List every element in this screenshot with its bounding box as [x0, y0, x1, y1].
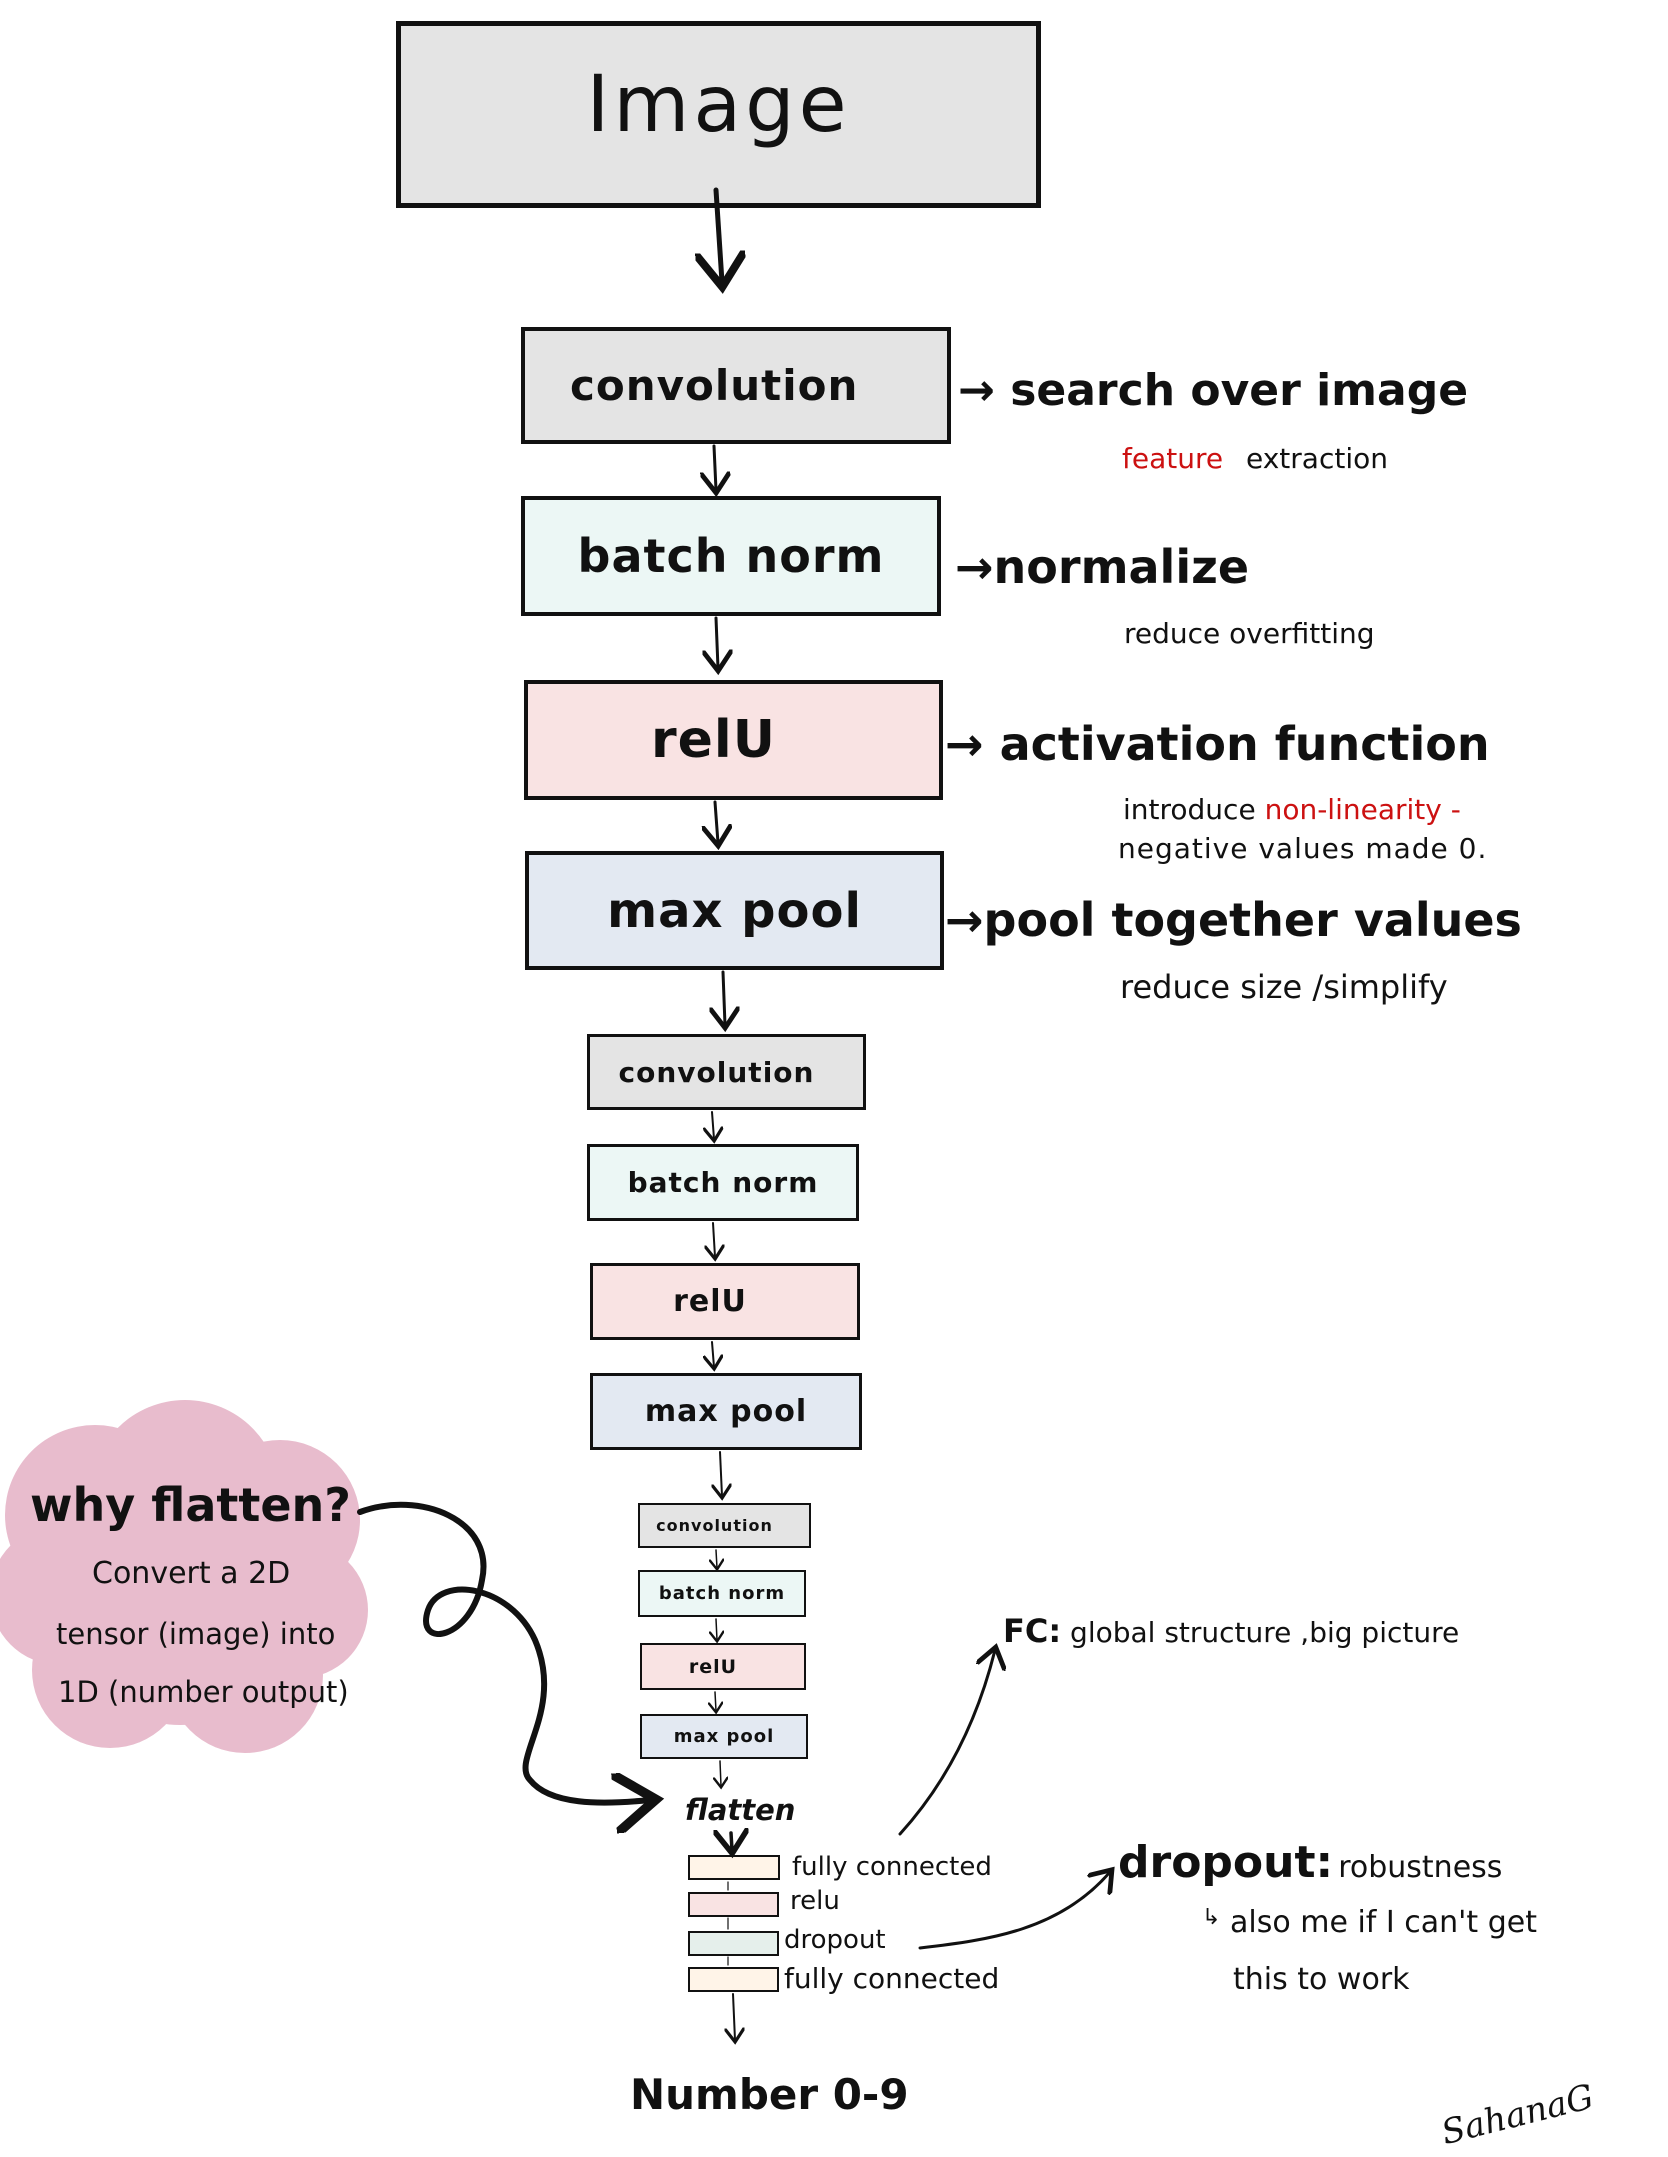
block1-relu: relU: [524, 680, 943, 800]
extraction-word: extraction: [1246, 442, 1388, 475]
dropout-note: dropout: robustness: [1118, 1837, 1502, 1888]
arrow-right-icon: →: [955, 540, 994, 594]
dropout-aside-line-2: this to work: [1233, 1962, 1410, 1997]
dropout-aside-line-1: ↳ also me if I can't get: [1202, 1905, 1537, 1940]
block1-batch-norm: batch norm: [521, 496, 941, 616]
arrow-dropout-to-note: [918, 1872, 1110, 1950]
block3-batch-norm-label: batch norm: [658, 1583, 786, 1604]
dropout-aside-text-1: also me if I can't get: [1229, 1905, 1537, 1940]
arrow-bn2-to-relu2: [713, 1222, 715, 1257]
annotation-convolution-sub: feature extraction: [1122, 442, 1388, 475]
annotation-relu-sub-2: negative values made 0.: [1118, 832, 1488, 865]
max-pool-title-text: pool together values: [983, 893, 1522, 947]
arrow-relu1-to-mp1: [715, 800, 718, 843]
block3-convolution-label: convolution: [656, 1516, 773, 1535]
cloud-title: why flatten?: [30, 1478, 351, 1532]
batch-norm-title-text: normalize: [993, 540, 1250, 594]
fc-note-text: global structure ,big picture: [1070, 1616, 1460, 1649]
annotation-max-pool-sub: reduce size /simplify: [1120, 968, 1448, 1006]
annotation-batch-norm-sub: reduce overfitting: [1124, 617, 1375, 650]
cloud-line-1: Convert a 2D: [92, 1556, 291, 1591]
block3-max-pool: max pool: [640, 1714, 808, 1759]
annotation-batch-norm-title: →normalize: [955, 540, 1249, 594]
arrow-right-icon: →: [958, 365, 1011, 416]
why-flatten-cloud: [0, 1400, 368, 1753]
block3-max-pool-label: max pool: [673, 1726, 775, 1747]
arrow-bn1-to-relu1: [716, 616, 718, 668]
signature: SahanaG: [1437, 2076, 1598, 2154]
arrow-mp1-to-conv2: [723, 970, 725, 1025]
output-label: Number 0-9: [630, 2070, 909, 2119]
block1-batch-norm-label: batch norm: [577, 529, 885, 583]
classifier-fc1-label: fully connected: [792, 1852, 992, 1882]
relu-title-text: activation function: [999, 717, 1490, 771]
arrow-relu2-to-mp2: [712, 1341, 714, 1367]
flatten-label: flatten: [685, 1793, 796, 1827]
block2-batch-norm: batch norm: [587, 1144, 859, 1221]
block3-convolution: convolution: [638, 1503, 811, 1548]
classifier-fc1: [688, 1855, 780, 1880]
block2-batch-norm-label: batch norm: [627, 1166, 819, 1199]
block2-relu: relU: [590, 1263, 860, 1340]
block2-relu-label: relU: [673, 1284, 747, 1319]
block3-relu: relU: [640, 1643, 806, 1690]
block1-convolution-label: convolution: [570, 361, 859, 410]
block3-relu-label: relU: [688, 1655, 738, 1678]
arrow-conv1-to-bn1: [714, 444, 716, 490]
arrow-conv2-to-bn2: [712, 1111, 714, 1139]
classifier-dropout: [688, 1931, 779, 1956]
arrow-bn3-to-relu3: [716, 1618, 717, 1640]
arrow-mp3-to-flatten: [720, 1760, 721, 1786]
block2-convolution: convolution: [587, 1034, 866, 1110]
dropout-note-text: robustness: [1338, 1850, 1503, 1885]
fc-note: FC: global structure ,big picture: [1003, 1612, 1459, 1650]
block2-max-pool: max pool: [590, 1373, 862, 1450]
arrow-flatten-to-fc: [731, 1833, 732, 1850]
annotation-max-pool-title: →pool together values: [945, 893, 1522, 947]
cloud-line-3: 1D (number output): [58, 1675, 349, 1709]
cloud-line-2: tensor (image) into: [56, 1617, 336, 1651]
block3-batch-norm: batch norm: [638, 1570, 806, 1617]
block1-convolution: convolution: [521, 327, 951, 444]
arrow-relu3-to-mp3: [715, 1691, 716, 1711]
convolution-title-text: search over image: [1010, 365, 1469, 416]
classifier-relu: [688, 1892, 779, 1917]
feature-word: feature: [1122, 442, 1224, 475]
introduce-word: introduce: [1123, 793, 1256, 826]
curved-arrow-icon: ↳: [1202, 1905, 1221, 1930]
arrow-fc-to-output: [733, 1993, 735, 2040]
arrow-mp2-to-conv3: [720, 1451, 722, 1496]
classifier-dropout-label: dropout: [784, 1925, 886, 1955]
block1-max-pool: max pool: [525, 851, 944, 970]
annotation-relu-sub-1: introduce non-linearity -: [1123, 793, 1461, 826]
dropout-note-title: dropout:: [1118, 1837, 1334, 1888]
classifier-relu-label: relu: [790, 1886, 840, 1916]
input-image-label: Image: [586, 59, 851, 150]
arrow-right-icon: →: [945, 717, 1000, 771]
block2-convolution-label: convolution: [618, 1055, 815, 1089]
block1-relu-label: relU: [651, 710, 776, 770]
classifier-fc2: [688, 1967, 779, 1992]
arrow-right-icon: →: [945, 893, 984, 947]
non-linearity-word: non-linearity -: [1264, 793, 1461, 826]
arrow-why-flatten-curve: [357, 1501, 650, 1803]
arrow-fc-to-note: [898, 1650, 995, 1836]
input-image-box: Image: [396, 21, 1041, 208]
classifier-fc2-label: fully connected: [784, 1962, 1000, 1995]
arrow-conv3-to-bn3: [716, 1549, 717, 1568]
block2-max-pool-label: max pool: [644, 1394, 808, 1429]
annotation-relu-title: → activation function: [945, 717, 1490, 771]
fc-note-title: FC:: [1003, 1612, 1062, 1650]
annotation-convolution-title: → search over image: [958, 365, 1468, 416]
block1-max-pool-label: max pool: [607, 882, 862, 939]
